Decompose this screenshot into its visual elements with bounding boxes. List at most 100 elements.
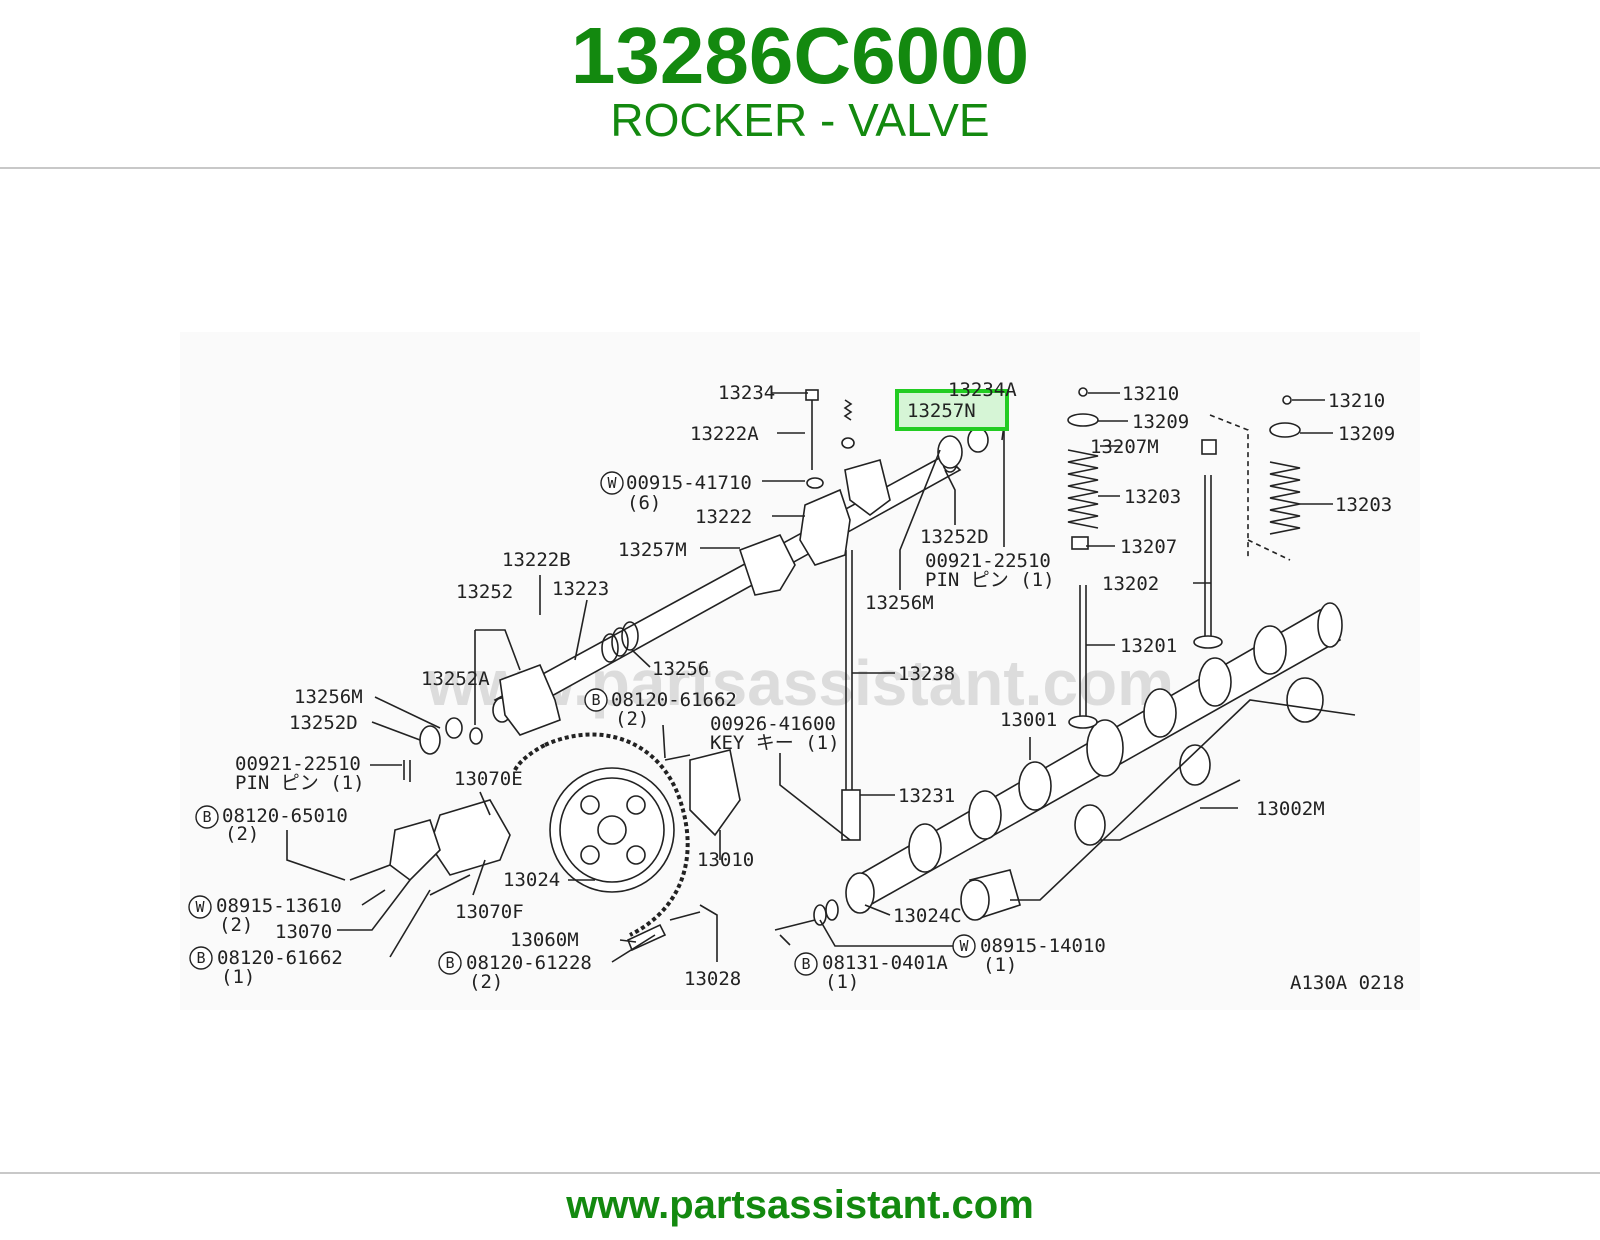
label-qty: (1) — [825, 971, 859, 993]
circle-prefixes — [188, 471, 976, 976]
label-13256: 13256 — [652, 658, 709, 680]
collet-13210-b — [1282, 395, 1292, 405]
label-13252: 13252 — [456, 581, 513, 603]
label-13256M: 13256M — [865, 592, 934, 614]
bushing-3 — [1179, 744, 1211, 786]
part-name: ROCKER - VALVE — [610, 94, 990, 146]
label-qty: (6) — [627, 492, 661, 514]
prefix-b: B — [202, 808, 211, 826]
bolt-08131 — [774, 919, 816, 931]
prefix-b: B — [591, 691, 600, 709]
label-08120-65010: 08120-65010 — [222, 805, 348, 827]
label-00926-41600: 00926-41600 — [710, 713, 836, 735]
label-qty: (1) — [221, 966, 255, 988]
label-13222B: 13222B — [502, 549, 571, 571]
label-13070E: 13070E — [454, 768, 523, 790]
label-08120-61662: 08120-61662 — [217, 947, 343, 969]
part-labels: 13234 13234A 13257N 13222A 00915-41710 (… — [216, 379, 1404, 994]
bolt-08120-65010 — [349, 864, 391, 881]
label-08915-13610: 08915-13610 — [216, 895, 342, 917]
label-13222A: 13222A — [690, 423, 759, 445]
seal-13207M — [1201, 439, 1217, 455]
label-13060M: 13060M — [510, 929, 579, 951]
label-13024: 13024 — [503, 869, 560, 891]
header: 13286C6000 ROCKER - VALVE — [0, 0, 1600, 168]
label-13070: 13070 — [275, 921, 332, 943]
label-13210: 13210 — [1328, 390, 1385, 412]
label-pin: PIN ピン (1) — [235, 772, 365, 794]
label-00921-22510: 00921-22510 — [235, 753, 361, 775]
circle-prefix-text: W B B W B B B W — [195, 474, 969, 973]
prefix-b: B — [801, 955, 810, 973]
label-13203: 13203 — [1335, 494, 1392, 516]
chain-13028 — [544, 732, 690, 937]
label-13001: 13001 — [1000, 709, 1057, 731]
label-08131-0401A: 08131-0401A — [822, 952, 948, 974]
retainer-13209-b — [1269, 422, 1301, 438]
label-qty: (2) — [219, 914, 253, 936]
label-13256M: 13256M — [294, 686, 363, 708]
bracket-13257N — [844, 459, 891, 516]
label-13024C: 13024C — [893, 905, 962, 927]
spring-13256 — [601, 633, 619, 663]
label-13028: 13028 — [684, 968, 741, 990]
label-13238: 13238 — [898, 663, 955, 685]
highlight-box — [895, 389, 1009, 431]
tensioner-13070 — [389, 819, 441, 882]
label-qty: (1) — [983, 954, 1017, 976]
prefix-w: W — [607, 474, 617, 492]
pin-left — [403, 760, 411, 782]
washer-13222A — [841, 437, 855, 449]
prefix-b: B — [445, 954, 454, 972]
footer-url[interactable]: www.partsassistant.com — [566, 1183, 1034, 1227]
bushing-4 — [1286, 677, 1324, 723]
washer-13252D — [419, 725, 441, 755]
bracket-13222 — [799, 488, 851, 566]
label-13201: 13201 — [1120, 635, 1177, 657]
figure-code: A130A 0218 — [1290, 972, 1404, 994]
bolt-08120-61662 — [429, 874, 471, 896]
label-00921-22510: 00921-22510 — [925, 550, 1051, 572]
label-pin: PIN ピン (1) — [925, 569, 1055, 591]
prefix-w: W — [959, 937, 969, 955]
label-13234A: 13234A — [948, 379, 1017, 401]
lifter-13231 — [841, 789, 861, 841]
label-08915-14010: 08915-14010 — [980, 935, 1106, 957]
ring-13256M — [445, 717, 463, 739]
ring-13252 — [469, 727, 483, 745]
label-13257M: 13257M — [618, 539, 687, 561]
label-13209: 13209 — [1132, 411, 1189, 433]
label-13070F: 13070F — [455, 901, 524, 923]
label-08120-61662: 08120-61662 — [611, 689, 737, 711]
header-divider — [0, 167, 1600, 169]
sprocket-13024 — [549, 767, 675, 893]
seal-13207 — [1071, 536, 1089, 550]
label-13010: 13010 — [697, 849, 754, 871]
bushing-2 — [1074, 804, 1106, 846]
chain-guide-13010 — [689, 749, 741, 837]
label-13252D: 13252D — [920, 526, 989, 548]
part-number: 13286C6000 — [570, 11, 1030, 100]
part-13060M — [626, 923, 667, 952]
label-13234: 13234 — [718, 382, 775, 404]
dashed-bracket — [1209, 414, 1249, 560]
prefix-b: B — [196, 949, 205, 967]
retainer-13209-a — [1067, 413, 1099, 427]
label-13207M: 13207M — [1090, 436, 1159, 458]
label-13257N: 13257N — [907, 400, 976, 422]
label-13223: 13223 — [552, 578, 609, 600]
label-08120-61228: 08120-61228 — [466, 952, 592, 974]
bracket-13257M — [738, 533, 796, 596]
drawing-lines — [286, 387, 1356, 963]
prefix-w: W — [195, 898, 205, 916]
bolt-08120-61662-b — [664, 754, 691, 761]
collet-13210-a — [1078, 387, 1088, 397]
label-13209: 13209 — [1338, 423, 1395, 445]
label-13231: 13231 — [898, 785, 955, 807]
bracket-13252A — [499, 663, 561, 736]
label-13210: 13210 — [1122, 383, 1179, 405]
label-00915-41710: 00915-41710 — [626, 472, 752, 494]
label-qty: (2) — [225, 823, 259, 845]
label-13207: 13207 — [1120, 536, 1177, 558]
spring-13234 — [843, 399, 853, 421]
